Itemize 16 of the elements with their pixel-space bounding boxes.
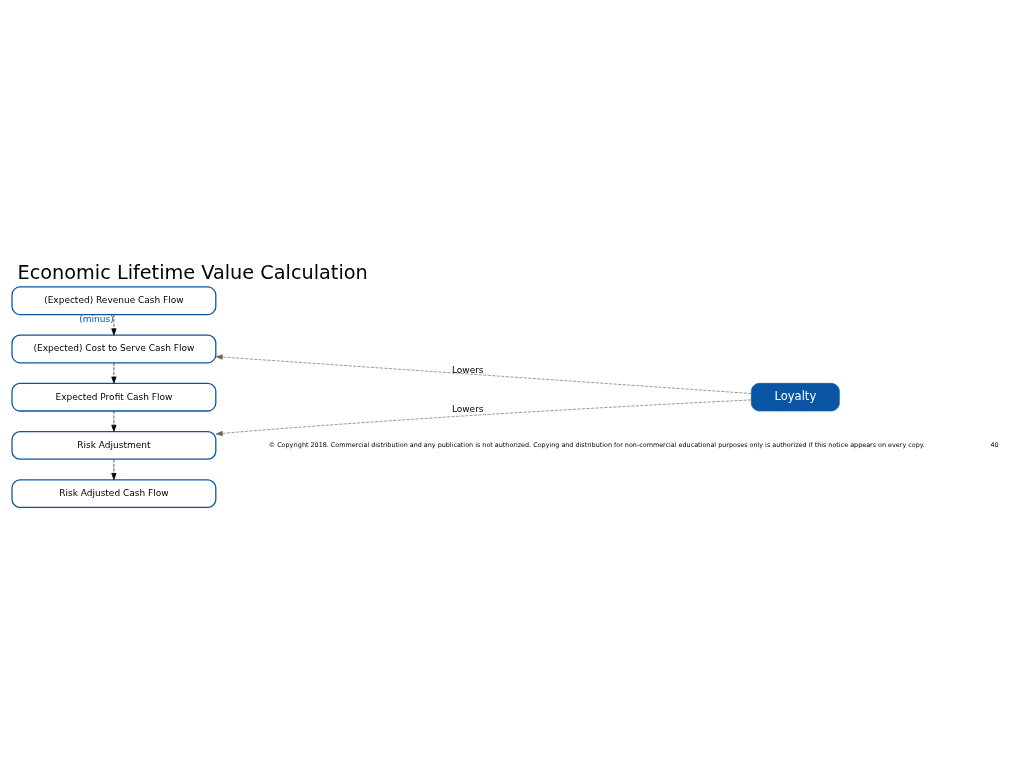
node-box: Risk Adjusted Cash Flow xyxy=(11,479,217,509)
node-box: (Expected) Revenue Cash Flow xyxy=(11,286,217,316)
arrow xyxy=(111,459,117,481)
arrow xyxy=(111,314,117,336)
edge-label: Lowers xyxy=(451,364,484,375)
arrow xyxy=(215,399,752,436)
diagram-title: Economic Lifetime Value Calculation xyxy=(17,260,368,284)
edge-label: (minus) xyxy=(79,314,114,325)
arrow xyxy=(111,362,117,384)
node-box: (Expected) Cost to Serve Cash Flow xyxy=(11,334,217,364)
node-box: Risk Adjustment xyxy=(11,430,217,460)
arrow xyxy=(111,410,117,432)
node-box: Loyalty xyxy=(750,383,840,412)
node-box: Expected Profit Cash Flow xyxy=(11,382,217,412)
edge-label: Lowers xyxy=(451,404,484,415)
arrow xyxy=(215,354,752,394)
